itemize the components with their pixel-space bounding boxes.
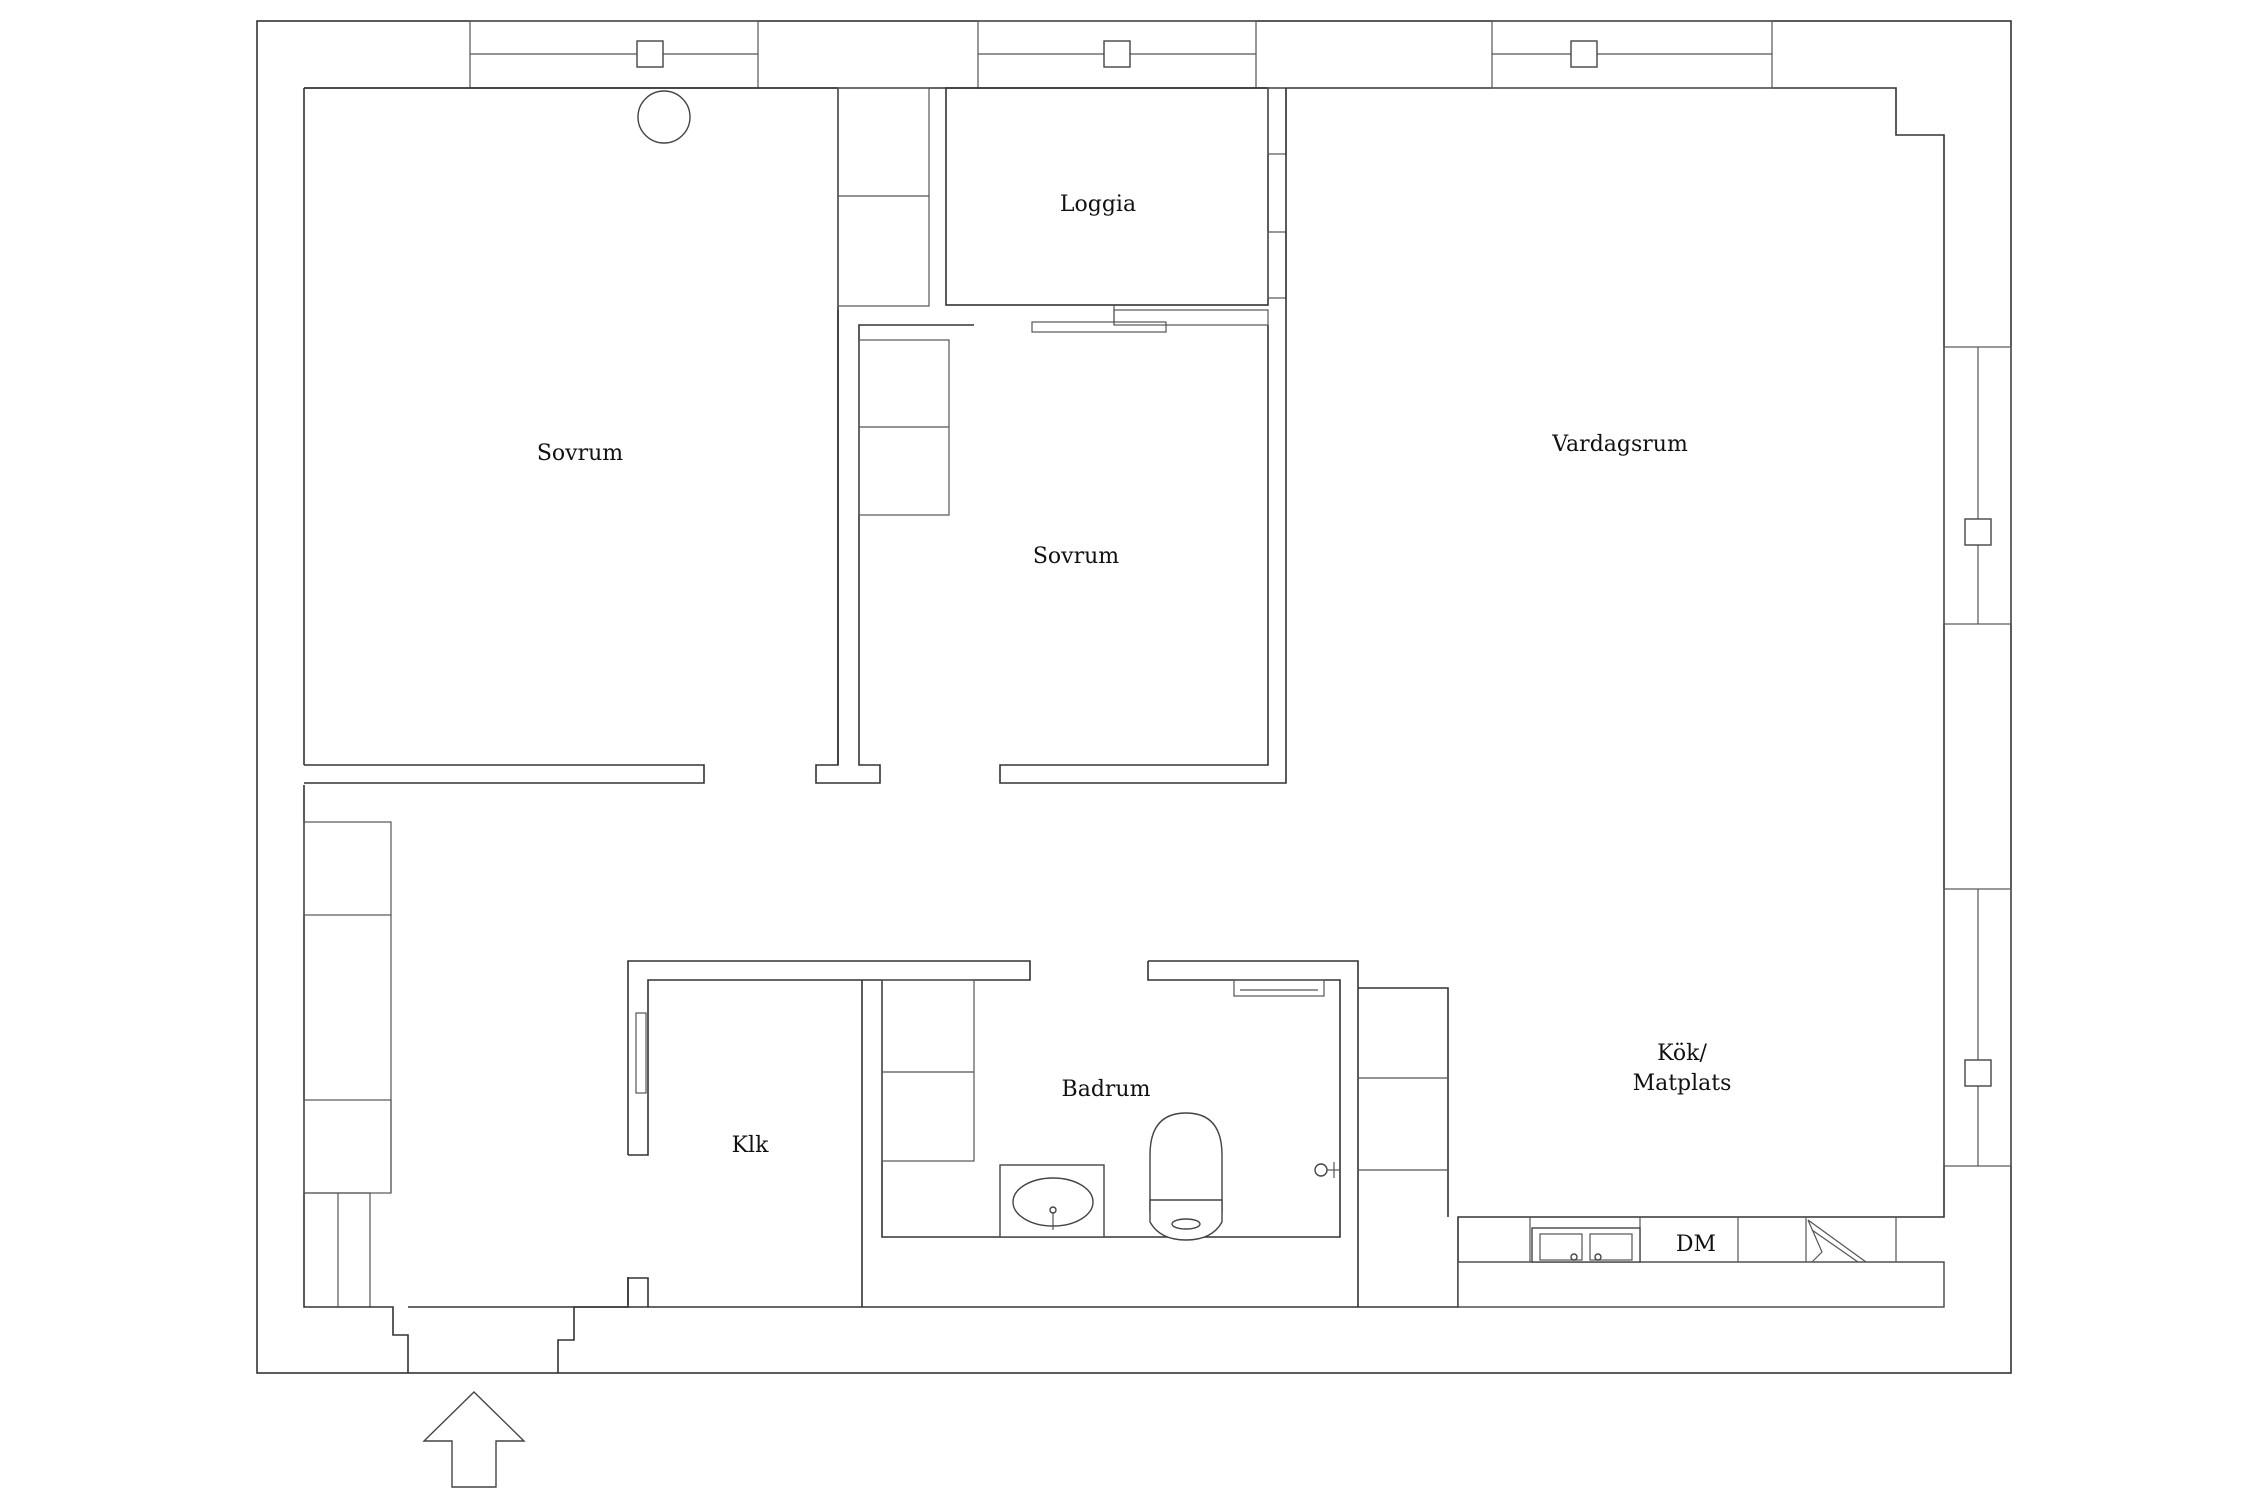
valve-icon (1314, 1162, 1340, 1178)
stove-icon (1807, 1219, 1867, 1263)
right-windows (1943, 346, 2012, 1167)
top-windows (469, 20, 1773, 89)
hall-wardrobes (303, 821, 409, 1373)
kitchen (1358, 987, 1945, 1308)
outer-walls (256, 20, 2012, 1374)
entrance-arrow-icon (422, 1391, 526, 1488)
room-label-badrum: Badrum (1062, 1077, 1151, 1102)
room-label-loggia: Loggia (1060, 192, 1136, 217)
toilet-icon (1149, 1112, 1223, 1241)
sink-icon (999, 1164, 1105, 1238)
bathroom (881, 960, 1359, 1307)
label-dm: DM (1676, 1232, 1716, 1257)
room-label-matplats: Matplats (1633, 1071, 1732, 1096)
room-label-sovrum-1: Sovrum (537, 441, 623, 466)
bedroom-1 (304, 87, 930, 784)
closet-klk (557, 960, 1031, 1373)
room-label-kok: Kök/ (1657, 1041, 1707, 1066)
room-label-klk: Klk (732, 1133, 769, 1158)
kitchen-sink-icon (1531, 1227, 1641, 1263)
bedroom-2 (815, 88, 1287, 784)
room-label-sovrum-2: Sovrum (1033, 544, 1119, 569)
column (637, 90, 691, 144)
room-label-vardagsrum: Vardagsrum (1551, 432, 1688, 457)
